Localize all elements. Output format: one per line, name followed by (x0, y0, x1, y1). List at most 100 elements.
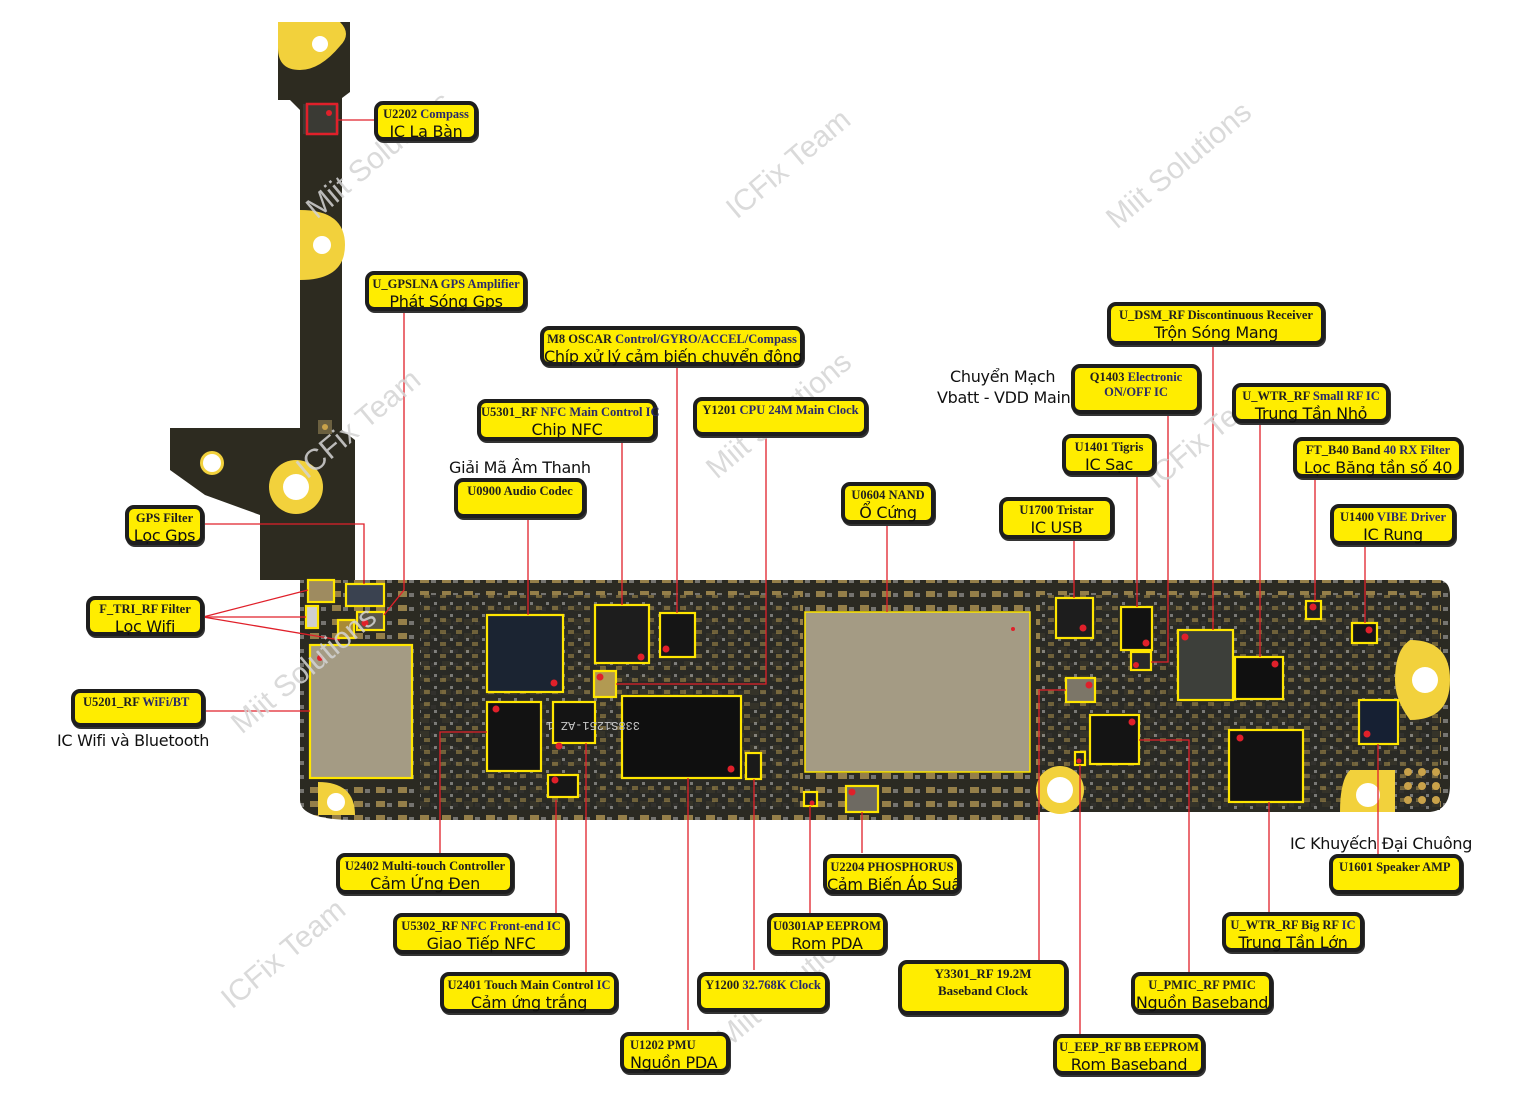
part-code: U0301AP EEPROM (773, 919, 881, 933)
caption-wifi-bt: IC Wifi và Bluetooth (57, 731, 210, 750)
part-vn: Trộn Sóng Mang (1153, 323, 1279, 342)
part-code: Y1201 (702, 403, 737, 417)
leader-q1403 (1151, 411, 1169, 663)
part-code: U_PMIC_RF PMIC (1148, 978, 1256, 992)
label-u2401-touch-main: U2401 Touch Main Control IC Cảm ứng trắn… (440, 972, 618, 1013)
part-code-line2: Baseband Clock (938, 983, 1028, 998)
part-vn: Rom PDA (791, 934, 863, 953)
chip-m8-oscar (593, 603, 651, 665)
chip-u0900-audio-codec (485, 613, 565, 694)
label-y3301-clock: Y3301_RF 19.2M Baseband Clock (898, 960, 1068, 1015)
part-vn: IC La Bàn (389, 122, 463, 141)
label-q1403: Q1403 Electronic ON/OFF IC (1071, 364, 1201, 414)
label-u-gpslna: U_GPSLNA GPS Amplifier Phát Sóng Gps (365, 271, 527, 311)
part-desc: Small RF IC (1309, 389, 1380, 403)
part-code: M8 OSCAR (547, 332, 613, 346)
label-u5301-nfc: U5301_RF NFC Main Control IC Chip NFC (477, 399, 659, 441)
part-vn: Ổ Cứng (859, 503, 917, 522)
leader-u2402 (439, 731, 487, 853)
leader-gps-filter (203, 523, 365, 584)
label-y1201-clock: Y1201 CPU 24M Main Clock (693, 397, 868, 436)
part-desc: NFC Front-end IC (457, 919, 561, 933)
part-desc: 40 RX Filter (1380, 443, 1451, 457)
leader-gpslna (383, 309, 405, 616)
label-u1700-tristar: U1700 Tristar IC USB (999, 497, 1114, 539)
chip-u1700-tristar (1054, 596, 1095, 640)
label-u2402-touch: U2402 Multi-touch Controller Cảm Ứng Đen (336, 853, 514, 894)
chip-gps-filter (344, 582, 386, 608)
label-y1200-clock: Y1200 32.768K Clock (697, 972, 829, 1012)
part-vn: IC USB (1030, 518, 1083, 537)
part-vn: Lọc Wifi (114, 617, 176, 636)
label-ft-b40: FT_B40 Band 40 RX Filter Lọc Băng tần số… (1293, 437, 1463, 478)
part-vn: Phát Sóng Gps (389, 292, 503, 311)
label-u5201-wifi-bt: U5201_RF WiFi/BT (71, 689, 205, 727)
part-code: Y3301_RF 19.2M (934, 966, 1032, 981)
part-code: U0604 NAND (851, 488, 925, 502)
part-code: U5302_RF (401, 919, 458, 933)
caption-switch-line1: Chuyển Mạch (950, 367, 1056, 386)
chip-u1202-pmu (620, 694, 743, 780)
chip-u-wtr-small (1233, 655, 1285, 701)
chip-f-tri-1 (306, 578, 336, 604)
chip-u2202-compass-highlight (305, 102, 339, 136)
part-vn: Nguồn Baseband (1135, 993, 1269, 1012)
part-vn: Rom Baseband (1070, 1055, 1188, 1074)
chip-u2402-touch (485, 700, 543, 773)
label-u-dsm: U_DSM_RF Discontinuous Receiver Trộn Són… (1107, 302, 1325, 345)
part-code: U_WTR_RF Big RF (1230, 918, 1339, 932)
leader-y1201 (616, 433, 767, 685)
chip-u-dsm (1176, 628, 1235, 702)
part-vn: Lọc Băng tần số 40 (1303, 458, 1453, 477)
part-desc: IC (593, 978, 611, 992)
label-u-eep: U_EEP_RF BB EEPROM Rom Baseband (1053, 1034, 1205, 1075)
part-code: Y1200 (705, 978, 740, 992)
chip-y1200-clock (744, 751, 763, 781)
label-u1202-pmu: U1202 PMU Nguồn PDA (620, 1032, 730, 1073)
chip-u0604-nand (804, 611, 1031, 773)
chip-q1403 (1129, 650, 1153, 672)
chip-f-tri-2 (304, 604, 320, 630)
chip-y3301-clock (1064, 676, 1097, 704)
label-u-pmic: U_PMIC_RF PMIC Nguồn Baseband (1131, 972, 1273, 1013)
part-vn: Giao Tiếp NFC (426, 934, 536, 953)
label-u0900-audio-codec: U0900 Audio Codec (454, 478, 586, 518)
chip-u-wtr-big (1227, 728, 1305, 804)
part-code: U1202 PMU (630, 1038, 696, 1052)
part-vn: Trung Tần Nhỏ (1254, 404, 1368, 423)
part-code: Q1403 (1089, 370, 1125, 384)
part-vn: Trung Tần Lớn (1238, 933, 1348, 952)
part-code: U0900 Audio Codec (467, 484, 573, 498)
caption-switch-line2: Vbatt - VDD Main (937, 388, 1071, 407)
part-desc: WiFi/BT (139, 695, 190, 709)
part-code: U2202 (383, 107, 418, 121)
part-desc: Control/GYRO/ACCEL/Compass (612, 332, 797, 346)
leader-u-pmic (1139, 739, 1190, 974)
part-code: U5301_RF (481, 405, 538, 419)
label-f-tri: F_TRI_RF Filter Lọc Wifi (86, 596, 204, 636)
part-code: U1401 Tigris (1074, 440, 1144, 454)
label-gps-filter: GPS Filter Lọc Gps (125, 505, 204, 545)
chip-u5302-nfc-fe (551, 700, 597, 745)
chip-u5201-wifi-bt (308, 643, 414, 780)
chip-u1400-vibe (1350, 621, 1379, 645)
part-code: F_TRI_RF Filter (99, 602, 191, 616)
part-code: U1400 (1339, 510, 1375, 524)
part-code: U2204 PHOSPHORUS (830, 860, 954, 874)
part-vn: Cảm ứng trắng (470, 993, 588, 1012)
label-u5302-nfc-fe: U5302_RF NFC Front-end IC Giao Tiếp NFC (393, 913, 569, 954)
label-u0301-eeprom: U0301AP EEPROM Rom PDA (767, 913, 887, 954)
label-u1400-vibe: U1400 VIBE Driver IC Rung (1330, 504, 1456, 545)
part-code: U_WTR_RF (1242, 389, 1310, 403)
part-code: U2401 Touch Main Control (447, 978, 594, 992)
part-code: U1601 Speaker AMP (1339, 860, 1451, 874)
pmu-marking-1: 338S1251-AZ 1 (546, 718, 640, 732)
leader-f-tri-a (202, 589, 309, 618)
caption-speaker-amp: IC Khuyếch Đại Chuông (1290, 834, 1473, 853)
pcb-upper-strip (170, 22, 355, 580)
label-u2204-phosphorus: U2204 PHOSPHORUS Cảm Biến Áp Suất (823, 854, 961, 894)
part-vn: Cảm Ứng Đen (370, 874, 480, 893)
part-vn: Cảm Biến Áp Suất (827, 875, 961, 894)
part-desc: VIBE Driver (1374, 510, 1447, 524)
